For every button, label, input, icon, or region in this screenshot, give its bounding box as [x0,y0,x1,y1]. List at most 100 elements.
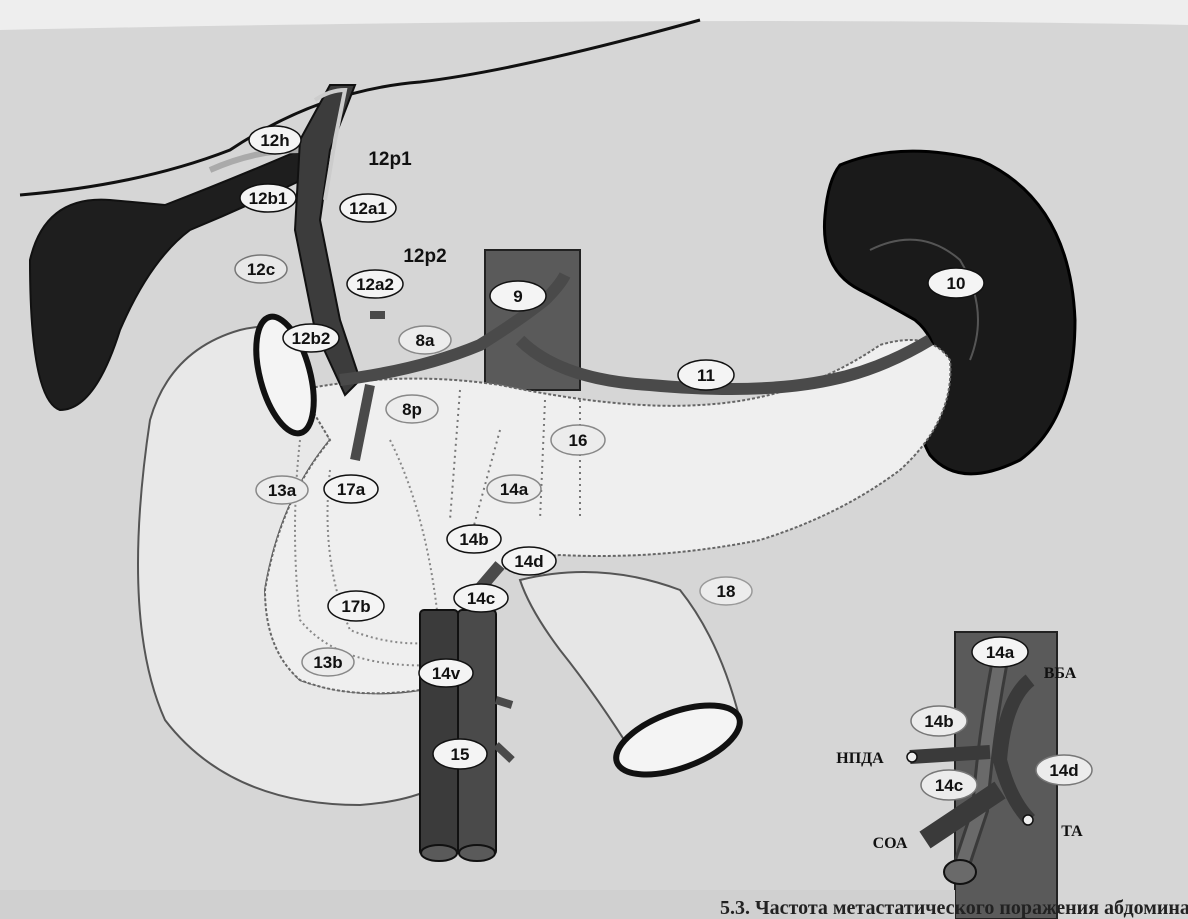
inset-jejunal-trunk [992,674,1036,825]
node-13b-label: 13b [313,653,342,672]
node-16-marker [550,424,606,456]
node-17a: 17a [323,474,379,504]
node-17b-label: 17b [341,597,370,616]
node-14d: 14d [501,546,557,576]
node-18: 18 [699,576,753,606]
node-18-label: 18 [717,582,736,601]
node-11-label: 11 [697,366,715,385]
inset-node-14d: 14d [1035,754,1093,786]
node-12p2-label: 12p2 [403,246,446,267]
node-8a: 8a [398,325,452,355]
node-14a-marker [486,474,542,504]
jejunum-cut [613,702,743,778]
page-edge [0,0,1188,30]
node-12h: 12h [248,125,302,155]
inset-node-14d-marker [1035,754,1093,786]
inset-node-14a: 14a [971,636,1029,668]
node-12b2-marker [282,323,340,353]
node-9-marker [489,280,547,312]
node-14b-marker [446,524,502,554]
node-12p1-label: 12p1 [368,149,412,170]
node-11-marker [677,359,735,391]
node-8p-label: 8p [402,400,422,419]
node-15-marker [432,738,488,770]
node-14b-label: 14b [459,530,488,549]
inset-node-14b-label: 14b [924,712,953,731]
node-14d-marker [501,546,557,576]
node-12a1: 12a1 [339,193,397,223]
inset-node-14c-label: 14c [935,776,963,795]
aorta-cut [458,844,496,862]
node-12a2-marker [346,269,404,299]
aorta-lower [457,609,497,856]
node-8p: 8p [385,394,439,424]
inset-panel: 14a 14b 14c 14d ВБА НПДА СОА ТА [836,631,1093,919]
portal-vein [313,87,348,201]
node-14a: 14a [486,474,542,504]
node-13b: 13b [301,647,355,677]
inset-node-14b: 14b [910,705,968,737]
node-12b1-marker [239,183,297,213]
inset-ta-cut [1022,814,1034,826]
gastroduodenal-artery [350,384,375,461]
node-18-marker [699,576,753,606]
gallbladder [28,148,314,412]
inset-vba-label: ВБА [1044,665,1077,682]
node-12b2: 12b2 [282,323,340,353]
inset-ipda-cut [906,751,918,763]
node-14v-marker [418,658,474,688]
node-13a-marker [255,475,309,505]
ivc [419,609,459,856]
inset-npda-label: НПДА [836,750,884,767]
node-10-label: 10 [947,274,966,293]
node-8p-marker [385,394,439,424]
spleen [822,149,1077,476]
inset-node-14c-marker [920,769,978,801]
ivc-cut [420,844,458,862]
node-13b-marker [301,647,355,677]
node-14d-label: 14d [514,552,543,571]
pancreatic-head-lymphatics [294,439,451,667]
inset-node-14b-marker [910,705,968,737]
node-14a-label: 14a [500,480,529,499]
node-12c-marker [234,254,288,284]
node-12h-marker [248,125,302,155]
inset-ta-label: ТА [1061,823,1083,840]
common-hepatic-artery [339,272,571,386]
node-12h-label: 12h [260,131,289,150]
node-16: 16 [550,424,606,456]
node-13a: 13a [255,475,309,505]
bile-duct [293,84,362,397]
node-14c-label: 14c [467,589,495,608]
node-12a1-label: 12a1 [349,199,387,218]
caption-strip [0,890,955,919]
node-14v: 14v [418,658,474,688]
node-12a2-label: 12a2 [356,275,394,294]
node-14c-marker [453,583,509,613]
node-12a2: 12a2 [346,269,404,299]
inset-node-14a-marker [971,636,1029,668]
node-12b2-label: 12b2 [292,329,331,348]
node-12a1-marker [339,193,397,223]
node-17a-marker [323,474,379,504]
node-12b1: 12b1 [239,183,297,213]
node-8a-marker [398,325,452,355]
node-12c-label: 12c [247,260,275,279]
splenic-hilum [869,238,979,361]
inset-smv [919,781,1006,849]
inset-ipda [909,745,991,764]
node-12c: 12c [234,254,288,284]
node-14c: 14c [453,583,509,613]
node-11: 11 [677,359,735,391]
node-9: 9 [489,280,547,312]
node-9-label: 9 [513,287,522,306]
aorta-branches [468,626,515,763]
node-14b: 14b [446,524,502,554]
node-14v-label: 14v [432,664,461,683]
caption-text: 5.3. Частота метастатического поражения … [720,897,1188,919]
pancreas [263,339,952,695]
node-16-label: 16 [569,431,588,450]
splenic-artery [515,334,934,395]
